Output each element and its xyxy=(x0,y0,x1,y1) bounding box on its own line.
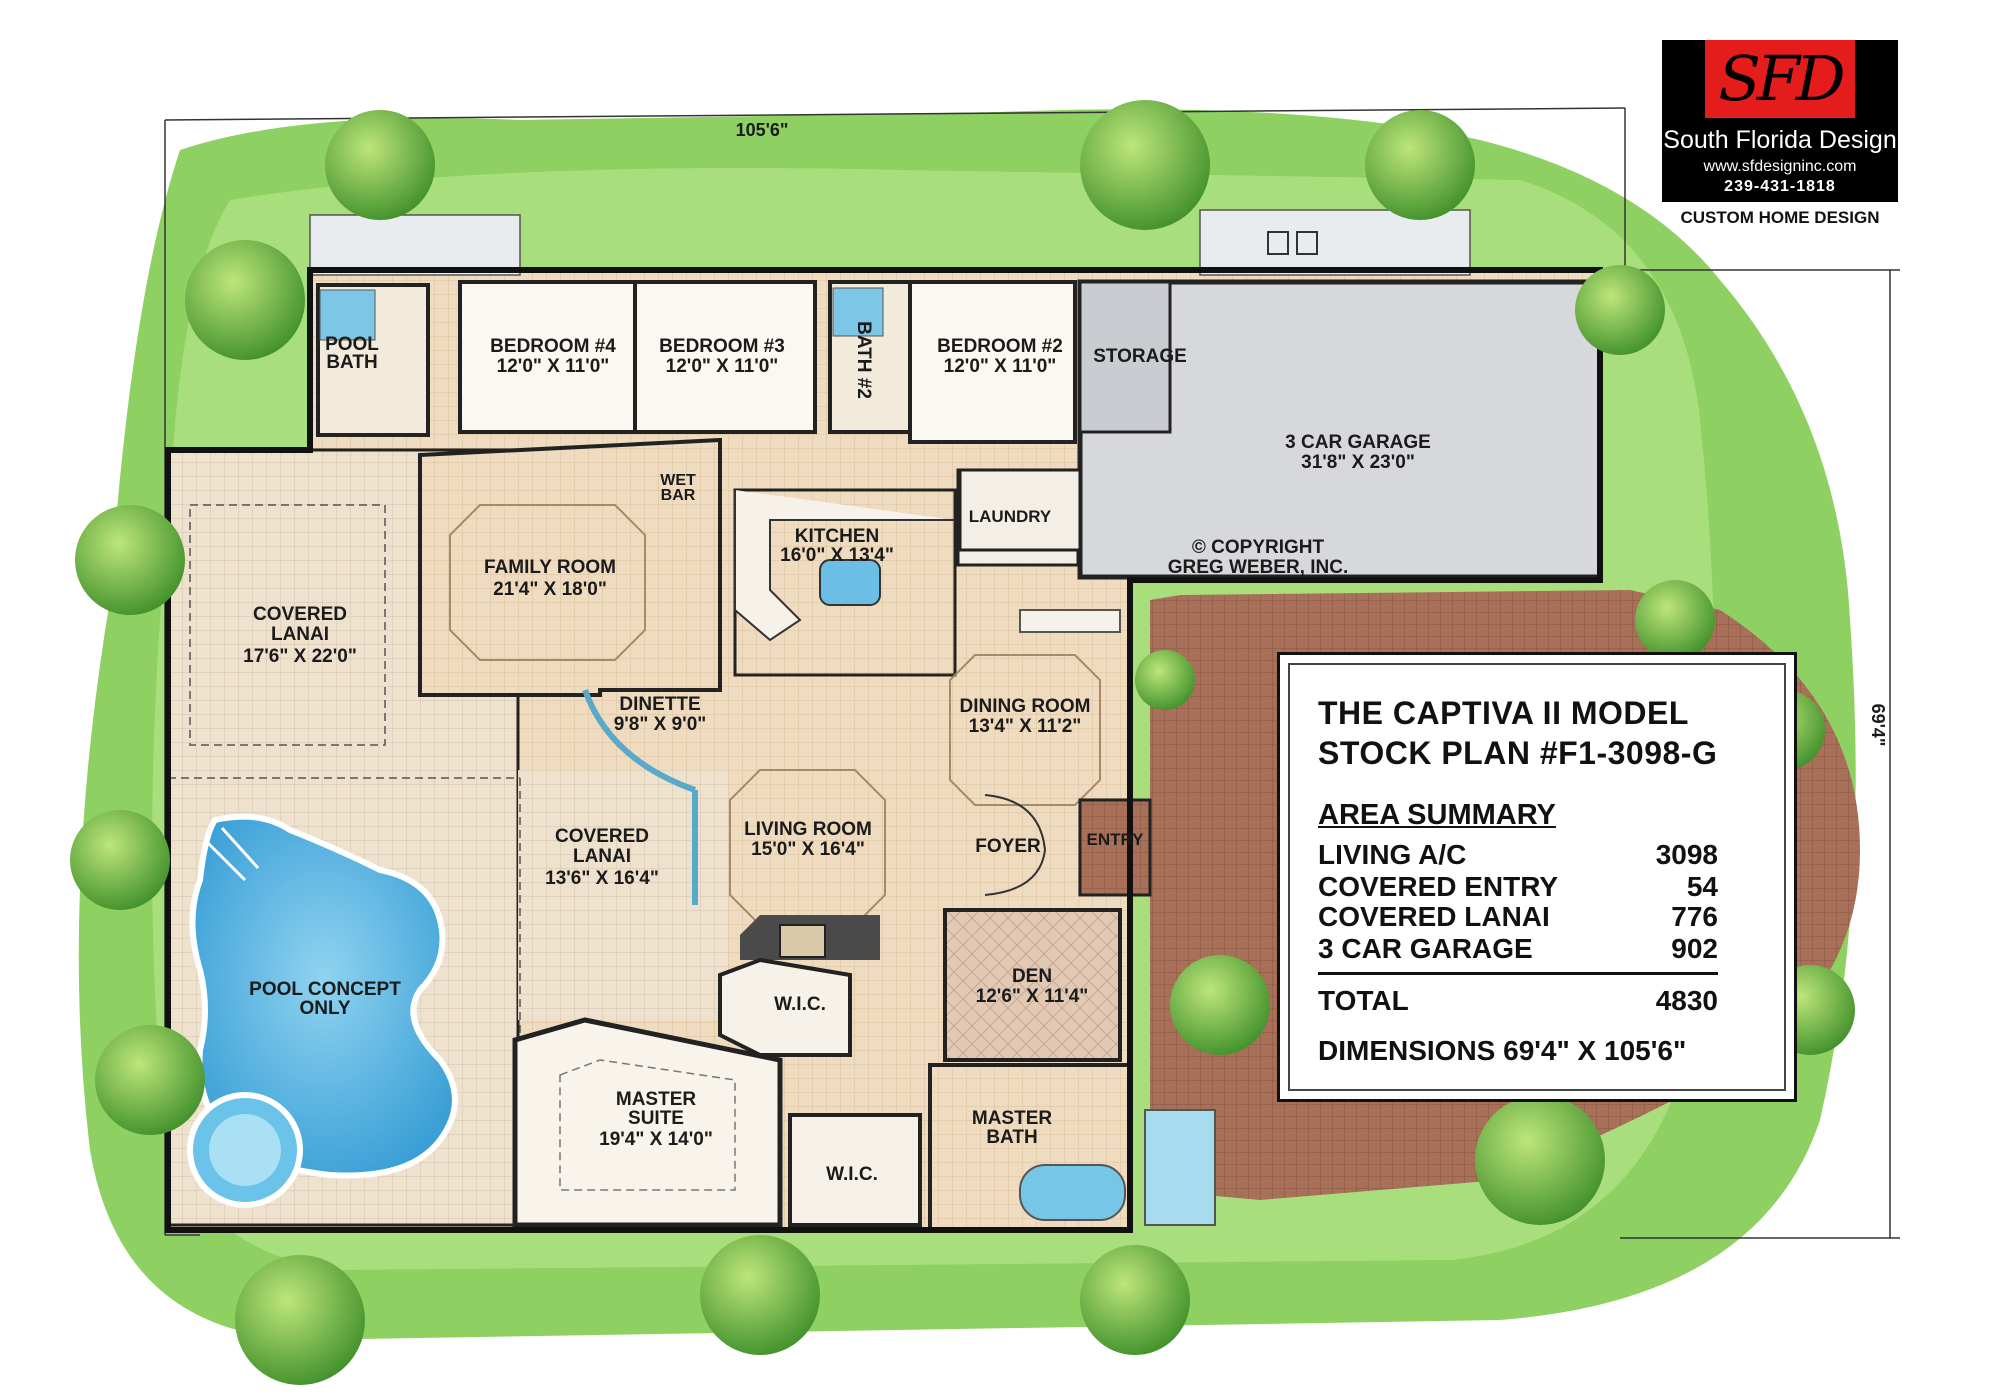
wic-2-room xyxy=(788,1113,922,1227)
company-tagline: CUSTOM HOME DESIGN xyxy=(1680,208,1880,227)
exterior-walls xyxy=(165,267,1603,1233)
pool-label-1: POOL CONCEPT xyxy=(249,979,401,1000)
area-label: 3 CAR GARAGE xyxy=(1318,933,1533,964)
living-room-size: 15'0" X 16'4" xyxy=(751,839,865,860)
area-value: 3098 xyxy=(1655,839,1718,870)
company-name: South Florida Design xyxy=(1663,126,1897,154)
plan-title: THE CAPTIVA II MODEL xyxy=(1318,695,1689,731)
bedroom-2-size: 12'0" X 11'0" xyxy=(944,356,1057,377)
garage-size: 31'8" X 23'0" xyxy=(1301,452,1415,473)
bedroom-2-label: BEDROOM #2 xyxy=(937,336,1063,357)
family-room-size: 21'4" X 18'0" xyxy=(493,579,607,600)
area-row: COVERED ENTRY 54 xyxy=(1318,871,1718,903)
stock-plan-number: STOCK PLAN #F1-3098-G xyxy=(1318,735,1718,771)
bath-2-label: BATH #2 xyxy=(853,321,874,399)
copyright-label-2: GREG WEBER, INC. xyxy=(1168,557,1349,578)
dining-room-size: 13'4" X 11'2" xyxy=(969,716,1082,737)
landscaping xyxy=(70,100,1855,1385)
master-bath-label-2: BATH xyxy=(986,1127,1037,1148)
master-suite-room xyxy=(512,1017,783,1228)
area-summary-heading: AREA SUMMARY xyxy=(1318,799,1556,831)
summary-inner-border xyxy=(1288,663,1786,1091)
company-phone: 239-431-1818 xyxy=(1724,178,1836,195)
area-value: 54 xyxy=(1686,871,1718,902)
lanai-1-label-2: LANAI xyxy=(271,624,329,645)
dining-room-label: DINING ROOM xyxy=(960,696,1091,717)
plan-summary-panel: THE CAPTIVA II MODEL STOCK PLAN #F1-3098… xyxy=(1277,652,1797,1102)
entry-area xyxy=(1078,798,1152,897)
wet-bar-label-1: WET xyxy=(660,472,696,489)
laundry-room xyxy=(958,468,1082,552)
kitchen-label: KITCHEN xyxy=(795,526,879,547)
foyer-label: FOYER xyxy=(975,836,1041,857)
laundry-label: LAUNDRY xyxy=(969,507,1052,526)
total-row: TOTAL 4830 xyxy=(1318,985,1718,1017)
room-labels: POOL BATH BEDROOM #4 12'0" X 11'0" BEDRO… xyxy=(243,321,1431,1185)
wet-bar-label-2: BAR xyxy=(661,487,696,504)
dinette-size: 9'8" X 9'0" xyxy=(614,714,707,735)
garage-label: 3 CAR GARAGE xyxy=(1285,432,1431,453)
entry-label: ENTRY xyxy=(1087,830,1145,849)
area-row: LIVING A/C 3098 xyxy=(1318,839,1718,871)
lanai-1-label-1: COVERED xyxy=(253,604,347,625)
total-value: 4830 xyxy=(1655,985,1718,1016)
area-row: 3 CAR GARAGE 902 xyxy=(1318,933,1718,965)
den-label: DEN xyxy=(1012,966,1052,987)
wic-1-room xyxy=(718,957,852,1057)
living-room-label: LIVING ROOM xyxy=(744,819,872,840)
master-suite-label-1: MASTER xyxy=(616,1089,697,1110)
summary-divider xyxy=(1318,972,1718,975)
pool-label-2: ONLY xyxy=(299,998,350,1019)
bedroom-4-label: BEDROOM #4 xyxy=(490,336,616,357)
area-label: LIVING A/C xyxy=(1318,839,1467,870)
depth-dimension: 69'4" xyxy=(1868,704,1888,747)
master-suite-size: 19'4" X 14'0" xyxy=(599,1129,713,1150)
area-row: COVERED LANAI 776 xyxy=(1318,901,1718,933)
storage-label: STORAGE xyxy=(1093,346,1187,367)
copyright-label-1: © COPYRIGHT xyxy=(1192,537,1325,558)
width-dimension: 105'6" xyxy=(736,120,789,140)
pool-bath-label-1: POOL xyxy=(325,334,379,355)
company-url: www.sfdesigninc.com xyxy=(1703,158,1857,175)
pool xyxy=(189,813,458,1179)
bedroom-2-room xyxy=(908,280,1077,444)
area-value: 902 xyxy=(1671,933,1718,964)
kitchen-size: 16'0" X 13'4" xyxy=(780,545,894,566)
covered-lanai-left xyxy=(189,504,386,746)
lanai-1-size: 17'6" X 22'0" xyxy=(243,646,357,667)
master-bath-label-1: MASTER xyxy=(972,1108,1053,1129)
overall-dimensions: DIMENSIONS 69'4" X 105'6" xyxy=(1318,1035,1687,1066)
bedroom-4-size: 12'0" X 11'0" xyxy=(497,356,610,377)
total-label: TOTAL xyxy=(1318,985,1409,1016)
dining-room-floor xyxy=(949,654,1101,806)
lanai-2-label-1: COVERED xyxy=(555,826,649,847)
master-suite-label-2: SUITE xyxy=(628,1108,684,1129)
bedroom-3-room xyxy=(633,280,817,434)
logo-mark: SFD xyxy=(1705,40,1855,118)
bedroom-3-size: 12'0" X 11'0" xyxy=(666,356,779,377)
area-value: 776 xyxy=(1671,901,1718,932)
area-label: COVERED LANAI xyxy=(1318,901,1550,932)
storage-room xyxy=(1078,280,1172,434)
family-room-label: FAMILY ROOM xyxy=(484,557,616,578)
area-label: COVERED ENTRY xyxy=(1318,871,1559,902)
pool-bath-label-2: BATH xyxy=(326,352,377,373)
lanai-2-size: 13'6" X 16'4" xyxy=(545,868,659,889)
den-room xyxy=(943,908,1122,1062)
dinette-label: DINETTE xyxy=(619,694,700,715)
wic-1-label: W.I.C. xyxy=(774,994,826,1015)
company-logo: SFD South Florida Design www.sfdesigninc… xyxy=(1662,40,1898,202)
bedroom-3-label: BEDROOM #3 xyxy=(659,336,785,357)
den-size: 12'6" X 11'4" xyxy=(976,986,1089,1007)
wic-2-label: W.I.C. xyxy=(826,1164,878,1185)
lanai-2-label-2: LANAI xyxy=(573,846,631,867)
